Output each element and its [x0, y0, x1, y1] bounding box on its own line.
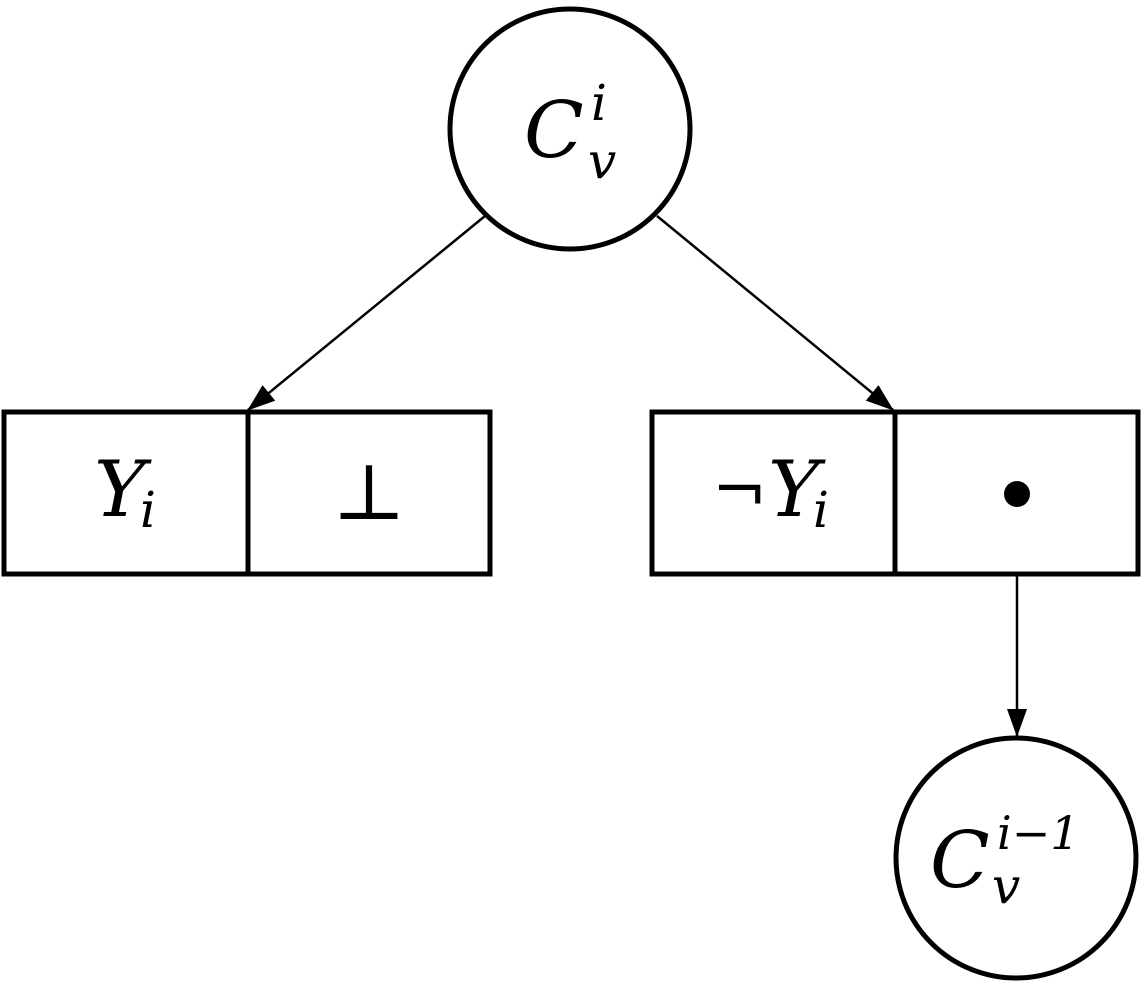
negation-symbol: ¬: [712, 452, 767, 529]
child-node-subscript: v: [992, 857, 1020, 915]
child-node-base: C: [930, 816, 990, 906]
edge-root-to-left-cell: [247, 215, 486, 411]
left-cell-head-subscript: i: [140, 481, 156, 539]
child-node: C v i−1: [893, 735, 1139, 981]
right-cell-head-base: Y: [768, 445, 826, 535]
right-cell-head-box: [649, 409, 898, 577]
right-list-cell: ¬ Y i: [649, 409, 1141, 577]
left-cell-head-box: [1, 409, 251, 577]
left-list-cell: Y i ⊥: [1, 409, 493, 577]
pointer-dot: [1004, 481, 1030, 507]
child-node-superscript: i−1: [997, 806, 1080, 860]
root-node: C v i: [447, 6, 693, 252]
left-cell-tail-box: [245, 409, 493, 577]
left-cell-head-base: Y: [94, 445, 152, 535]
root-node-subscript: v: [588, 132, 616, 190]
root-node-base: C: [524, 86, 584, 176]
bottom-symbol: ⊥: [332, 448, 405, 538]
edge-root-to-right-cell: [656, 215, 894, 411]
root-node-superscript: i: [591, 74, 607, 132]
right-cell-head-subscript: i: [813, 481, 829, 539]
